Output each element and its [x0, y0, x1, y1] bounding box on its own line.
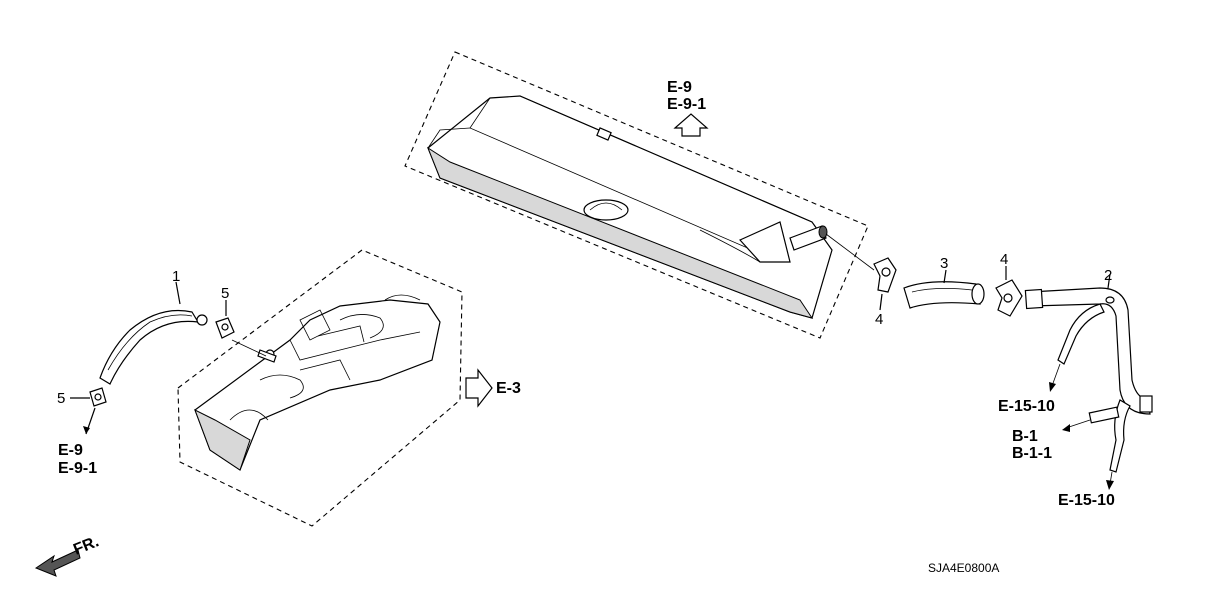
callout-part-2[interactable]: 2 — [1104, 267, 1112, 284]
arrow-right-icon — [465, 368, 493, 408]
callout-part-5b[interactable]: 5 — [57, 390, 65, 407]
ref-e9-top[interactable]: E-9 — [667, 79, 692, 96]
ref-e91-top[interactable]: E-9-1 — [667, 96, 706, 113]
e3-ref-group: E-3 — [465, 368, 521, 408]
callout-part-5a[interactable]: 5 — [221, 285, 229, 302]
top-ref-group: E-9 E-9-1 — [667, 79, 709, 137]
mounting-bolt — [1088, 406, 1120, 424]
part1-hose-group: 1 — [99, 268, 267, 385]
ref-e9-left[interactable]: E-9 — [58, 442, 83, 459]
head-cover-side — [426, 146, 814, 319]
head-cover-oil-cap — [583, 199, 629, 221]
callout-part-4a[interactable]: 4 — [875, 311, 883, 328]
front-arrow-icon — [34, 549, 81, 577]
intake-manifold-group — [177, 249, 463, 527]
diagram-code: SJA4E0800A — [928, 561, 999, 575]
part2-tube-group: 2 — [1024, 267, 1153, 490]
ref-e1510-b[interactable]: E-15-10 — [1058, 492, 1115, 509]
ref-b11[interactable]: B-1-1 — [1012, 445, 1052, 462]
ref-b1[interactable]: B-1 — [1012, 428, 1038, 445]
intake-dashed-frame — [177, 249, 463, 527]
ref-e1510-a[interactable]: E-15-10 — [998, 398, 1055, 415]
pcv-nipple — [789, 225, 827, 251]
callout-part-4b[interactable]: 4 — [1000, 251, 1008, 268]
part3-hose-group: 4 3 4 — [825, 233, 1023, 328]
front-label: FR. — [71, 533, 101, 558]
clamp-5-upper: 5 — [215, 285, 235, 339]
callout-part-1[interactable]: 1 — [172, 268, 180, 285]
pcv-hose-3 — [903, 281, 981, 309]
callout-part-3[interactable]: 3 — [940, 255, 948, 272]
head-cover — [427, 95, 833, 319]
intake-manifold — [194, 299, 441, 471]
head-cover-group — [404, 51, 869, 339]
manifold-nipple — [257, 349, 277, 363]
front-indicator: FR. — [34, 533, 101, 577]
clamp-5-lower: 5 — [57, 387, 107, 435]
breather-tube-2 — [1029, 287, 1151, 415]
arrow-up-icon — [673, 113, 709, 137]
pcv-hose-1 — [99, 309, 200, 385]
ref-e91-left[interactable]: E-9-1 — [58, 460, 97, 477]
ref-e3[interactable]: E-3 — [496, 380, 521, 397]
head-cover-dashed-frame — [404, 51, 869, 339]
